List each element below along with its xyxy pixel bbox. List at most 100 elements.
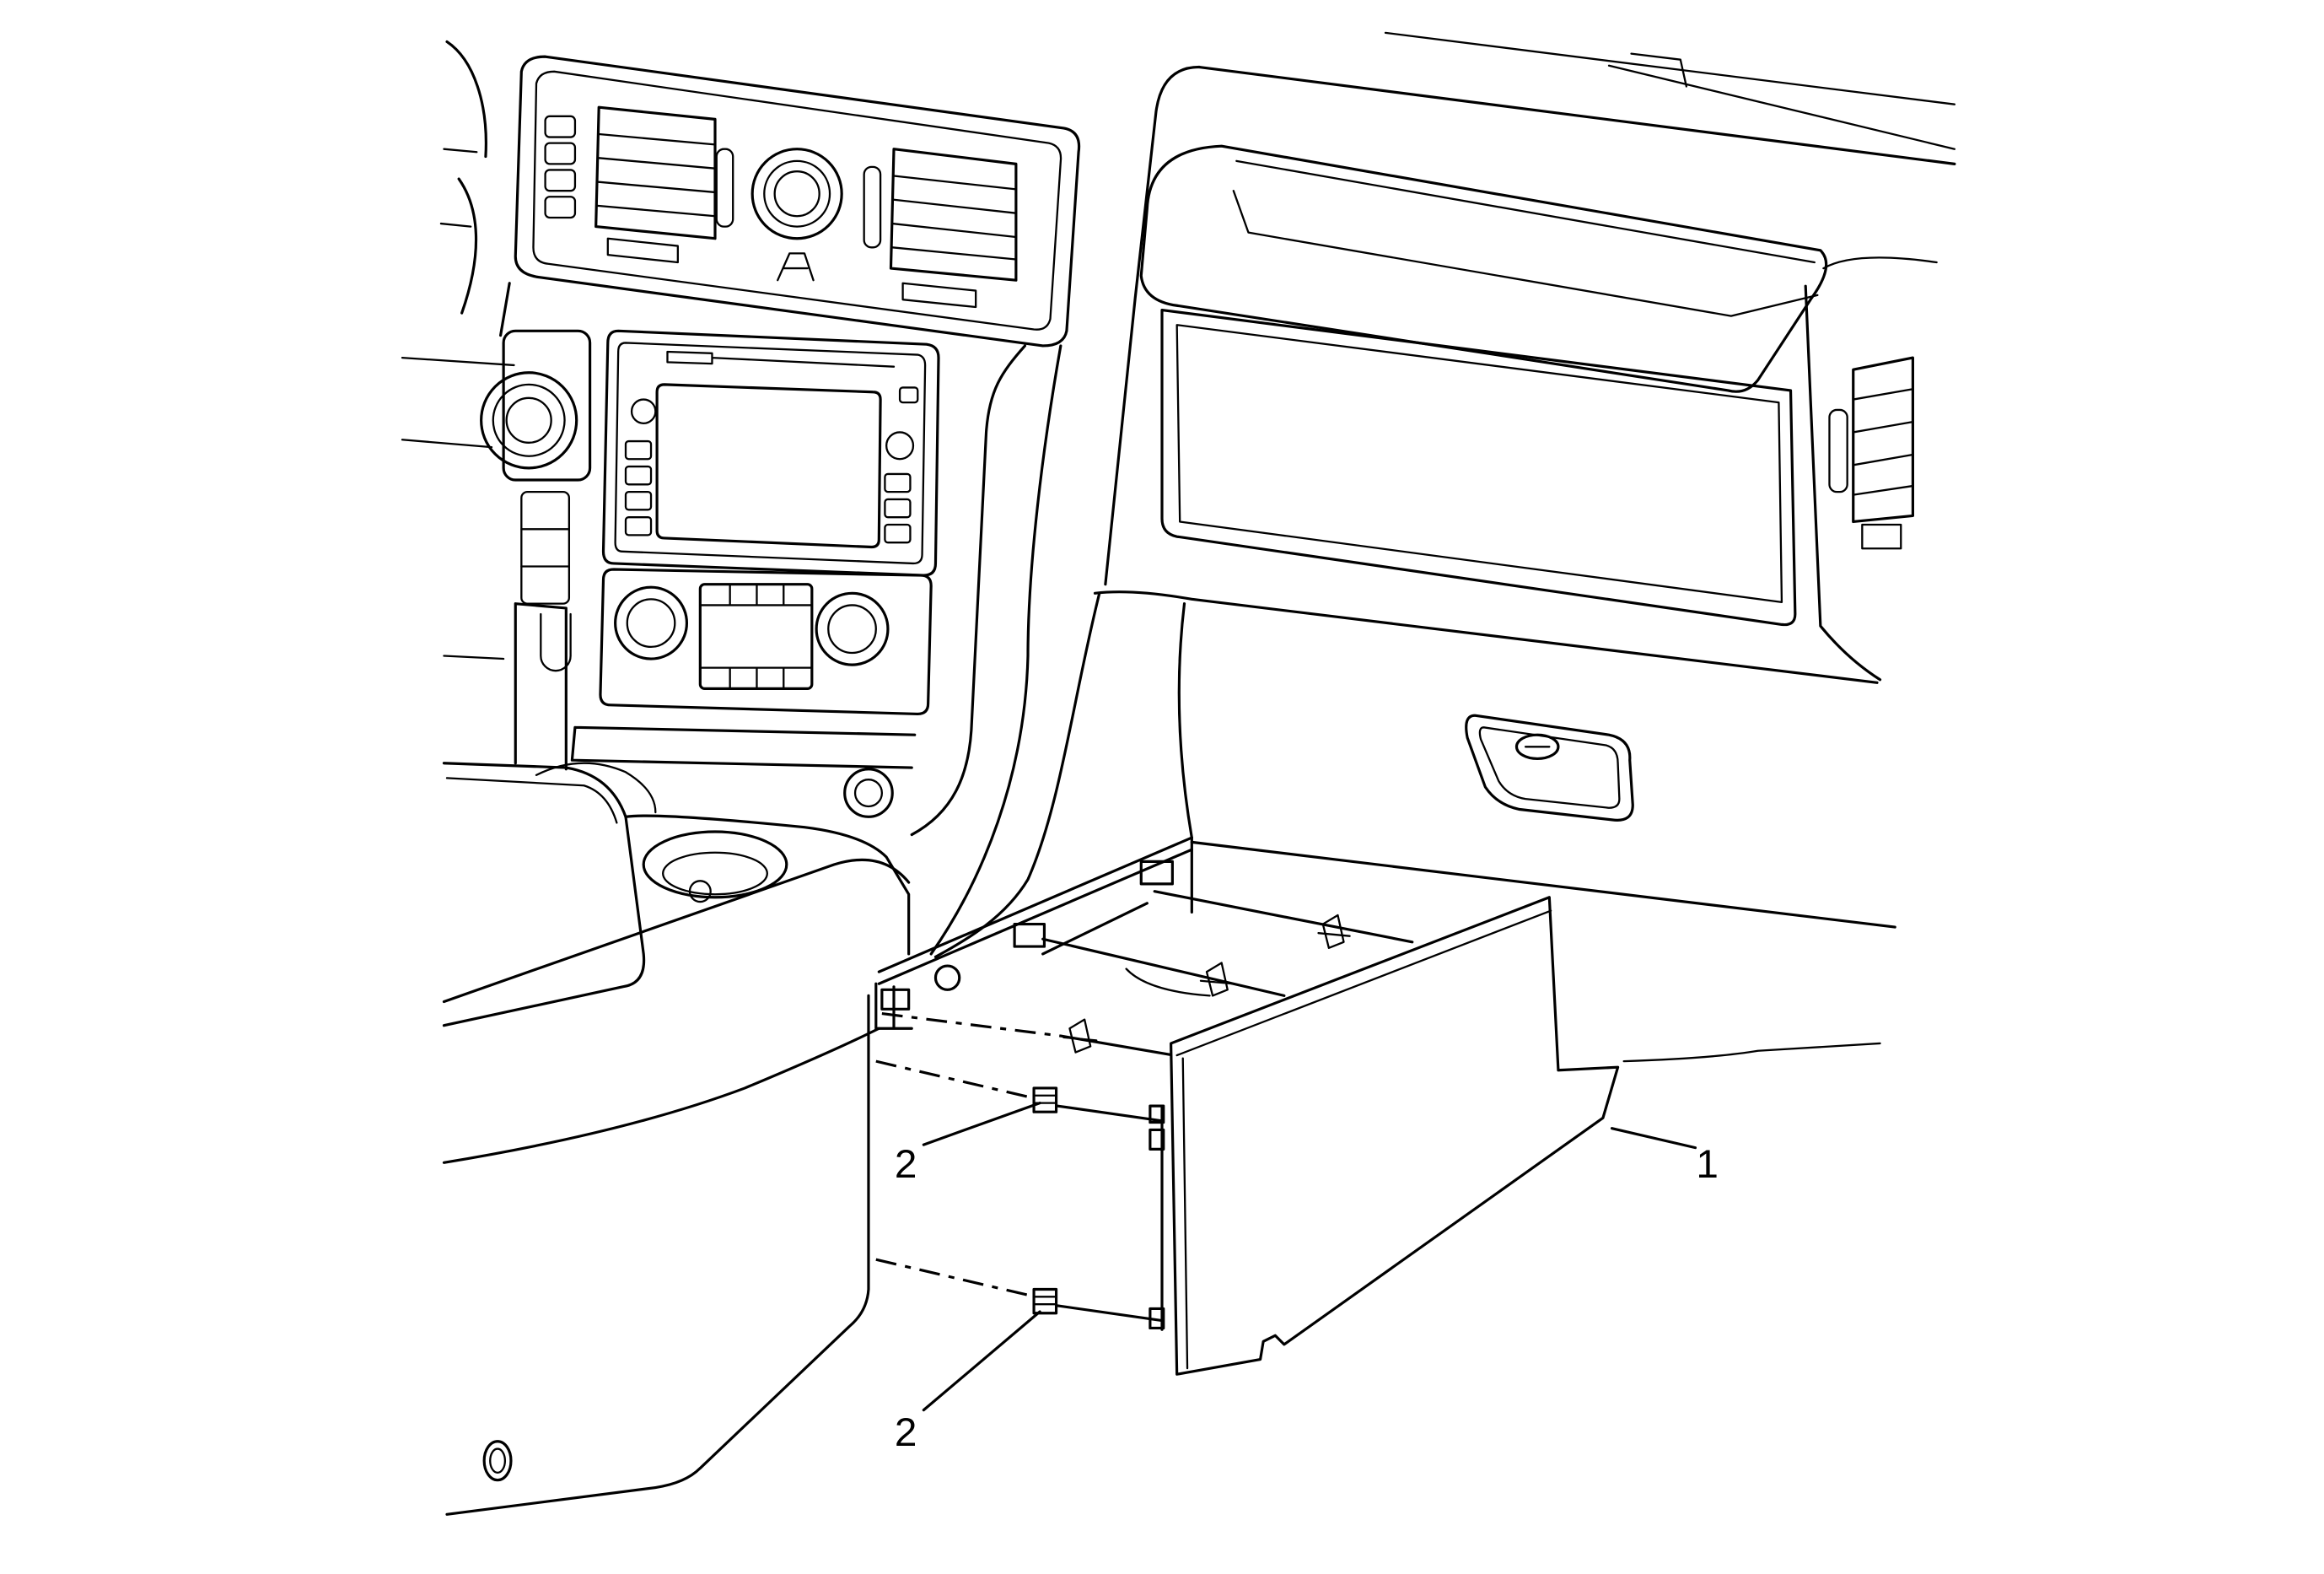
knob-body xyxy=(492,383,566,457)
dash-right-upper xyxy=(1822,256,1938,270)
console-side-panel xyxy=(1149,896,1620,1376)
left-stub-b xyxy=(401,439,493,449)
retainer-clip-body xyxy=(1032,1086,1058,1113)
console-fastener-hole xyxy=(482,1440,513,1482)
callouts: 1 2 2 xyxy=(895,1102,1719,1455)
alignment-line-bottom-solid xyxy=(1056,1304,1164,1323)
frame-slot xyxy=(880,988,911,1011)
frame-top-edge xyxy=(877,836,1193,985)
cupholder-rim xyxy=(642,830,788,899)
vent-tab xyxy=(1861,523,1902,550)
retainer-line-upper xyxy=(1153,890,1414,944)
left-stub-a xyxy=(401,356,515,367)
radio-bezel-inner xyxy=(614,342,927,565)
frame-slot xyxy=(1139,860,1174,886)
knob-inner xyxy=(763,159,831,228)
upper-bezel-outline xyxy=(514,55,1081,348)
right-air-vent xyxy=(863,148,1018,309)
console-side-top xyxy=(442,858,911,1004)
dash-left-edge xyxy=(1104,65,1201,586)
retainer-clip-2-upper xyxy=(1032,1086,1058,1113)
glovebox-door xyxy=(1160,308,1797,627)
volume-knob xyxy=(630,398,657,424)
power-outlet-cap xyxy=(853,779,884,808)
retainer-clip-upper xyxy=(1317,914,1351,949)
steering-arc-upper xyxy=(445,40,487,159)
vent-slat xyxy=(892,198,1018,214)
small-button xyxy=(544,196,577,219)
upper-bezel-inner xyxy=(532,70,1062,331)
defroster-line-a xyxy=(1384,31,1956,105)
retainer-alignment xyxy=(875,1059,1164,1323)
radio-unit xyxy=(601,329,940,577)
headlamp-knob xyxy=(480,329,592,605)
vent-slat xyxy=(1852,388,1914,496)
retainer-line-middle xyxy=(1041,937,1286,997)
vent-thumbwheel xyxy=(863,165,882,249)
left-air-vent xyxy=(594,105,734,264)
callout-2-lower: 2 xyxy=(895,1410,917,1455)
frame-slot xyxy=(1013,922,1046,948)
small-button xyxy=(544,169,577,192)
preset-button xyxy=(624,439,653,461)
steering-line-a xyxy=(443,148,478,154)
dash-bottom-edge xyxy=(1190,840,1896,929)
alignment-line-middle-solid xyxy=(1056,1104,1164,1123)
lower-stack xyxy=(514,602,917,818)
retainer-clip-top xyxy=(1062,1018,1098,1054)
steering-line-b xyxy=(439,222,472,228)
leader-line-1 xyxy=(1610,1127,1697,1150)
vent-slat xyxy=(596,204,717,218)
knob-housing xyxy=(502,329,592,482)
vent-thumbwheel xyxy=(715,148,734,228)
console-fastener-inner xyxy=(489,1447,507,1474)
stack-right-edge xyxy=(910,344,1027,837)
steering-arc-lower xyxy=(457,177,478,315)
retainer-clip-2-lower xyxy=(1032,1287,1058,1315)
alignment-line-top xyxy=(881,1012,1062,1038)
tune-knob xyxy=(885,431,915,461)
knob-outer xyxy=(750,148,843,240)
preset-button xyxy=(884,523,912,544)
handle-recess xyxy=(1478,726,1621,809)
vent-tab xyxy=(606,237,679,264)
vent-thumbwheel xyxy=(1828,408,1848,493)
vent-frame xyxy=(594,105,717,240)
lower-glovebox-left-edge xyxy=(1177,602,1193,839)
storage-shelf xyxy=(570,725,917,769)
handle-bezel xyxy=(1465,714,1634,822)
radio-screen xyxy=(655,383,882,549)
vent-slat xyxy=(598,132,717,146)
switch-column xyxy=(520,490,571,605)
frame-bracket-hole xyxy=(933,964,961,991)
callout-1: 1 xyxy=(1696,1142,1719,1187)
knob-center xyxy=(505,396,552,444)
vent-slat xyxy=(891,222,1018,239)
stack-pillar xyxy=(514,602,568,771)
upper-lower-dash-seam xyxy=(1093,590,1879,684)
glovebox-door-inner xyxy=(1175,324,1783,604)
power-outlet xyxy=(843,768,894,818)
passenger-air-vent xyxy=(1828,356,1914,550)
small-buttons-column xyxy=(544,115,577,219)
armrest-lid xyxy=(442,762,646,1027)
panel-tab xyxy=(1149,1104,1165,1124)
vent-slat xyxy=(596,181,717,194)
vent-slat xyxy=(891,246,1018,261)
small-button xyxy=(544,115,577,138)
panel-left-thickness xyxy=(1181,1057,1189,1370)
panel-opening-frame xyxy=(874,836,1414,1057)
lower-dash-edge-curve xyxy=(933,591,1101,959)
preset-button xyxy=(624,465,653,486)
frame-rail xyxy=(1041,902,1149,956)
retainer-clip-ribs xyxy=(1032,1296,1057,1306)
upper-glovebox-lid xyxy=(1139,144,1828,393)
switch-divider xyxy=(520,528,571,568)
retainer-clip-middle xyxy=(1199,962,1235,997)
lid-groove xyxy=(1232,159,1819,317)
panel-top-thickness xyxy=(1175,909,1552,1057)
center-stack-sides xyxy=(499,282,1101,959)
glovebox-handle xyxy=(1465,714,1634,822)
alignment-line-middle xyxy=(875,1059,1036,1100)
stack-left-edge xyxy=(499,282,511,337)
